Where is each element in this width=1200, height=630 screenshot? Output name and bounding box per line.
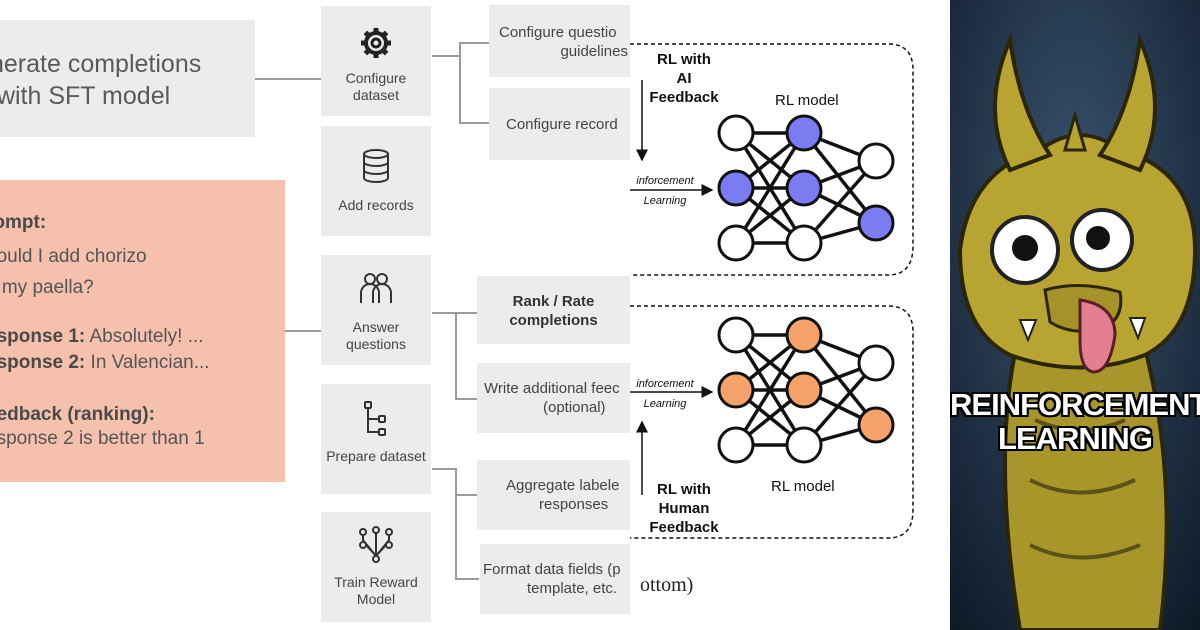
network-node <box>785 114 823 152</box>
substep-line: responses <box>539 496 609 513</box>
substep-line: template, etc. <box>527 580 618 597</box>
step-label: Prepare dataset <box>326 448 426 464</box>
prompt-label: rompt: <box>0 212 47 233</box>
step-label: Add records <box>338 197 414 213</box>
substep-format-data-fields: Format data fields (p template, etc. <box>480 544 630 614</box>
rl-diagram <box>630 43 914 539</box>
dashed-frame-bottom <box>630 305 914 539</box>
network-node <box>717 371 755 409</box>
substep-line: Configure record <box>506 116 618 133</box>
step-label: Answer questions <box>346 319 406 352</box>
network-edge <box>734 334 806 446</box>
network-node <box>785 371 823 409</box>
substep-line: Aggregate labele <box>506 477 620 494</box>
substep-line: Write additional feec <box>484 380 620 397</box>
network-icon <box>359 526 393 563</box>
substep-configure-questions: Configure questio guidelines <box>489 5 630 77</box>
connector-line <box>455 578 479 580</box>
connector-line <box>255 78 325 80</box>
substep-aggregate-responses: Aggregate labele responses <box>477 460 630 530</box>
meme-caption: REINFORCEMENT LEARNING <box>950 387 1200 456</box>
dashed-frame-top <box>630 43 914 276</box>
connector-line <box>455 398 477 400</box>
connector-line <box>455 494 477 496</box>
network-edge <box>802 131 878 225</box>
step-label: Configure dataset <box>345 70 407 103</box>
gear-icon <box>361 28 391 58</box>
branch-icon <box>364 401 386 436</box>
network-node <box>717 169 755 207</box>
step-label: Train Reward Model <box>334 574 418 607</box>
rl-model-label-top: RL model <box>775 92 839 109</box>
prompt-line: o my paella? <box>0 277 94 298</box>
caption-fragment-text: ottom) <box>640 574 694 596</box>
prompt-line: hould I add chorizo <box>0 246 147 267</box>
substep-line: guidelines <box>560 43 628 60</box>
substep-line: completions <box>509 312 598 329</box>
connector-line <box>432 55 460 57</box>
feedback-text: esponse 2 is better than 1 <box>0 428 205 449</box>
network-node <box>717 224 755 262</box>
substep-rank-completions: Rank / Rate completions <box>477 276 630 344</box>
rl-learning-label-top: inforcement Learning <box>636 175 694 207</box>
response1-text: Absolutely! ... <box>85 326 204 347</box>
substep-write-feedback: Write additional feec (optional) <box>477 363 630 433</box>
substep-line: (optional) <box>543 399 606 416</box>
caption-fragment: ottom) <box>632 574 693 597</box>
network-node <box>785 316 823 354</box>
connector-line <box>459 42 461 124</box>
connector-line <box>455 312 457 400</box>
people-icon <box>360 273 392 303</box>
sft-workflow-panel: nerate completions with SFT model rompt:… <box>0 0 330 630</box>
network-node <box>785 426 823 464</box>
feedback-label: eedback (ranking): <box>0 404 155 425</box>
connector-line <box>459 122 489 124</box>
rl-model-network-bottom <box>717 316 895 464</box>
substep-line: Configure questio <box>499 24 617 41</box>
step-prepare-dataset: Prepare dataset <box>321 384 431 494</box>
meme-panel: REINFORCEMENT LEARNING <box>950 0 1200 630</box>
network-node <box>857 344 895 382</box>
network-node <box>717 316 755 354</box>
connector-line <box>432 468 456 470</box>
rl-model-label-bottom: RL model <box>771 478 835 495</box>
rl-model-network-top <box>717 114 895 262</box>
step-configure-dataset: Configure dataset <box>321 6 431 116</box>
response2-label: esponse 2: <box>0 352 86 373</box>
network-node <box>785 224 823 262</box>
response1-label: esponse 1: <box>0 326 86 347</box>
substep-configure-records: Configure record <box>489 88 630 160</box>
rl-learning-label-bottom: inforcement Learning <box>636 378 694 410</box>
network-node <box>717 114 755 152</box>
network-edge <box>734 132 806 244</box>
connector-line <box>455 468 457 580</box>
dragon-illustration <box>950 0 1200 630</box>
example-card: rompt: hould I add chorizo o my paella? … <box>0 180 285 482</box>
network-edge <box>802 333 878 427</box>
rl-human-feedback-title: RL with Human Feedback <box>649 481 719 536</box>
step-add-records: Add records <box>321 126 431 236</box>
response2-text: In Valencian... <box>85 352 210 373</box>
connector-line <box>459 42 489 44</box>
rl-diagram-panel: RL with AI Feedback RL model inforcement… <box>630 0 950 630</box>
network-node <box>717 426 755 464</box>
sft-step-title: nerate completions with SFT model <box>0 50 202 110</box>
connector-line <box>285 330 325 332</box>
network-node <box>857 204 895 242</box>
database-icon <box>363 149 389 183</box>
network-node <box>857 142 895 180</box>
network-node <box>857 406 895 444</box>
substep-line: Format data fields (p <box>483 561 621 578</box>
sft-step-box <box>0 20 255 137</box>
network-node <box>785 169 823 207</box>
step-train-reward-model: Train Reward Model <box>321 512 431 622</box>
step-answer-questions: Answer questions <box>321 255 431 365</box>
rl-ai-feedback-title: RL with AI Feedback <box>649 51 719 106</box>
substep-line: Rank / Rate <box>512 293 595 310</box>
